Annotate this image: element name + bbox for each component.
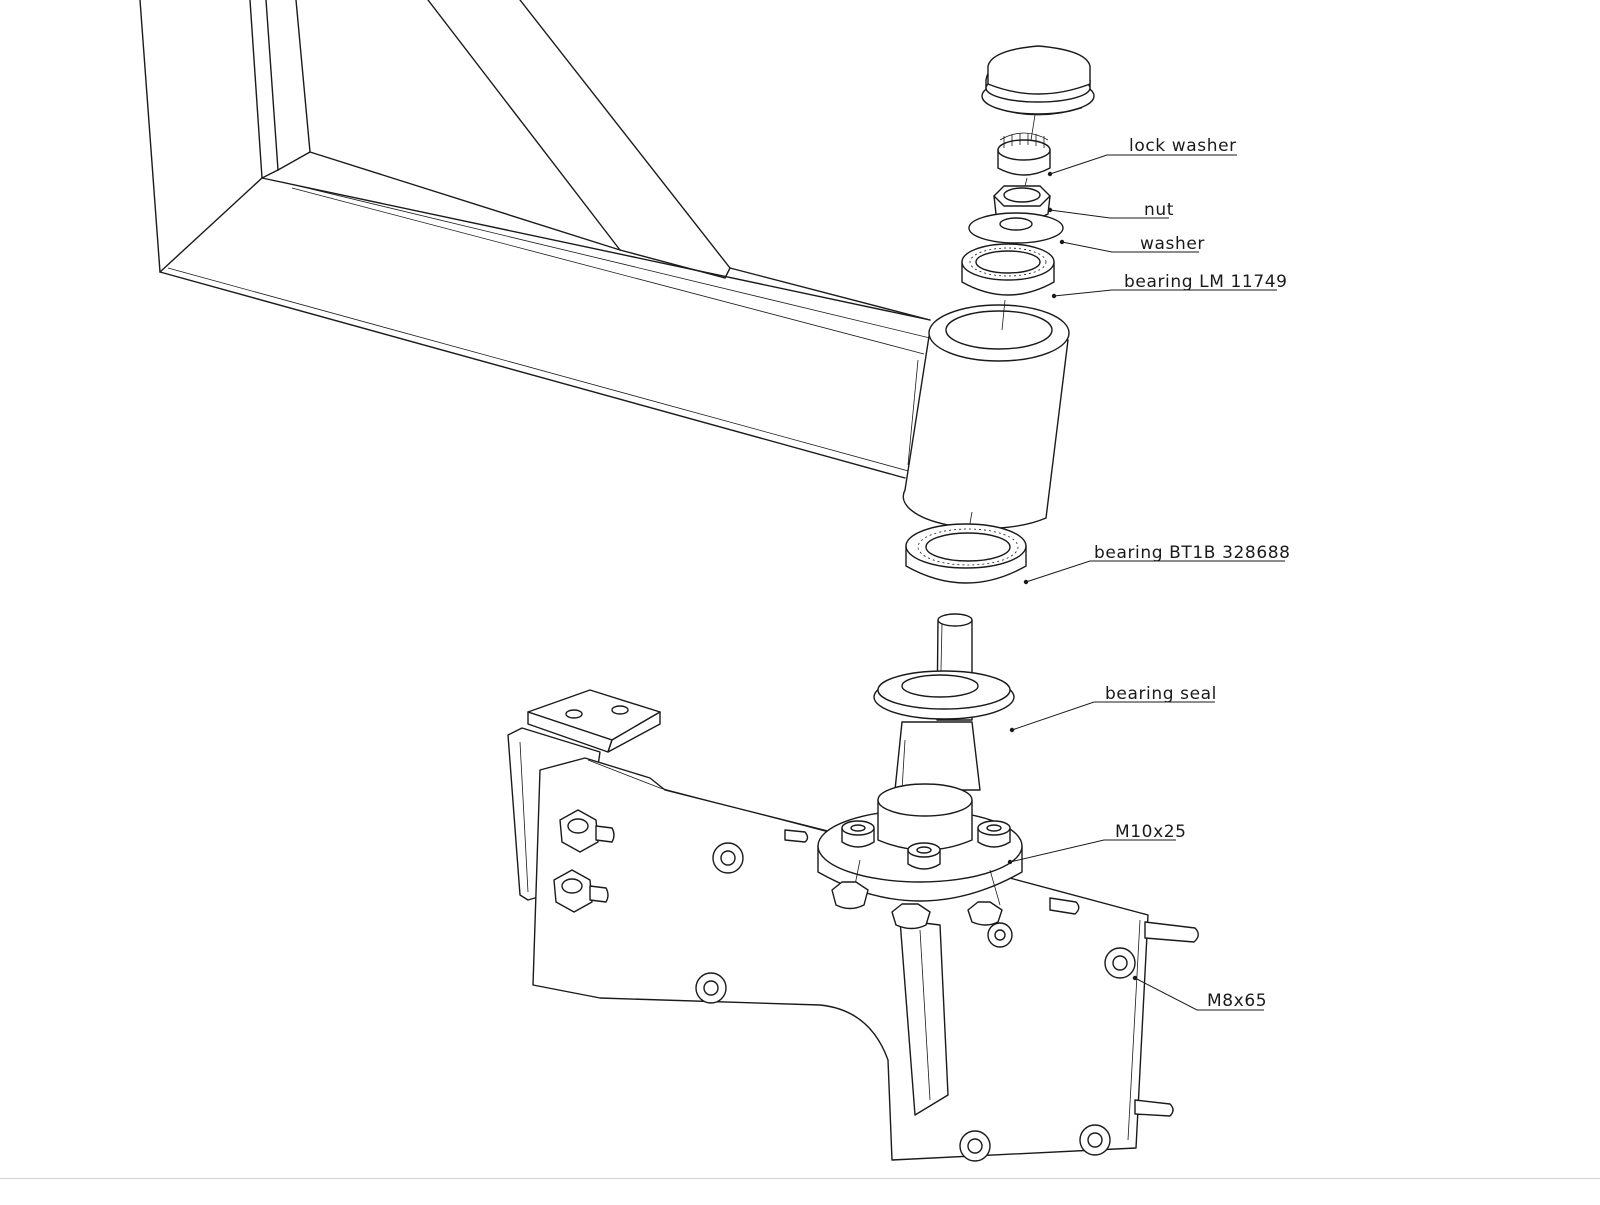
label-nut: nut <box>1144 200 1174 220</box>
label-lock-washer: lock washer <box>1129 136 1237 156</box>
bearing-seal-part <box>873 670 1015 720</box>
leader-lines <box>1007 154 1285 1011</box>
washer-part <box>968 212 1064 244</box>
label-bearing-lm: bearing LM 11749 <box>1124 272 1288 292</box>
frame-arm <box>139 0 931 479</box>
bearing-bt-part <box>905 523 1027 584</box>
bearing-lm-part <box>961 243 1055 296</box>
label-m8x65: M8x65 <box>1207 991 1267 1011</box>
label-m10x25: M10x25 <box>1115 822 1187 842</box>
label-bearing-bt: bearing BT1B 328688 <box>1094 543 1291 563</box>
plate-screws <box>695 842 1136 1162</box>
callout-labels: lock washer nut washer bearing LM 11749 … <box>1094 136 1291 1011</box>
m10-bolts <box>831 820 1011 930</box>
label-bearing-seal: bearing seal <box>1105 684 1217 704</box>
m8-bolts <box>784 829 1199 1117</box>
lock-washer-part <box>997 132 1051 176</box>
pivot-tube <box>902 304 1070 530</box>
spindle-part <box>894 613 981 791</box>
left-flange-nuts <box>553 809 615 913</box>
page-divider <box>0 1178 1600 1179</box>
mounting-bracket <box>507 689 1149 1161</box>
label-washer: washer <box>1140 234 1205 254</box>
dust-cap <box>981 45 1095 116</box>
